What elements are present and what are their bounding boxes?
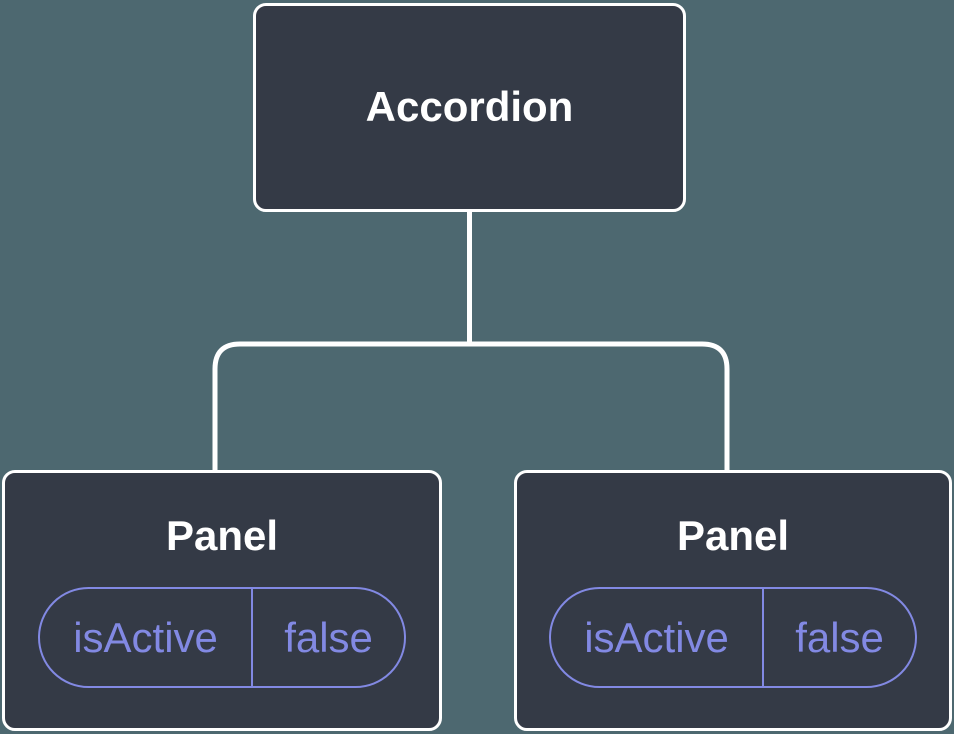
branch-to-panels-connector — [212, 341, 730, 473]
accordion-component-node: Accordion — [253, 3, 686, 212]
panel-2-state-value: false — [795, 613, 884, 661]
panel-2-state-key: isActive — [551, 589, 765, 687]
panel-1-state-pill: isActive false — [38, 587, 406, 689]
panel-2-state-pill: isActive false — [549, 587, 917, 689]
panel-1-state-value: false — [284, 613, 373, 661]
panel-1-state-key: isActive — [40, 589, 254, 687]
panel-component-node-2: Panel isActive false — [514, 470, 952, 731]
panel-node-1-label: Panel — [165, 512, 279, 559]
panel-component-node-1: Panel isActive false — [2, 470, 442, 731]
accordion-node-label: Accordion — [365, 83, 574, 131]
panel-node-2-label: Panel — [676, 512, 790, 559]
